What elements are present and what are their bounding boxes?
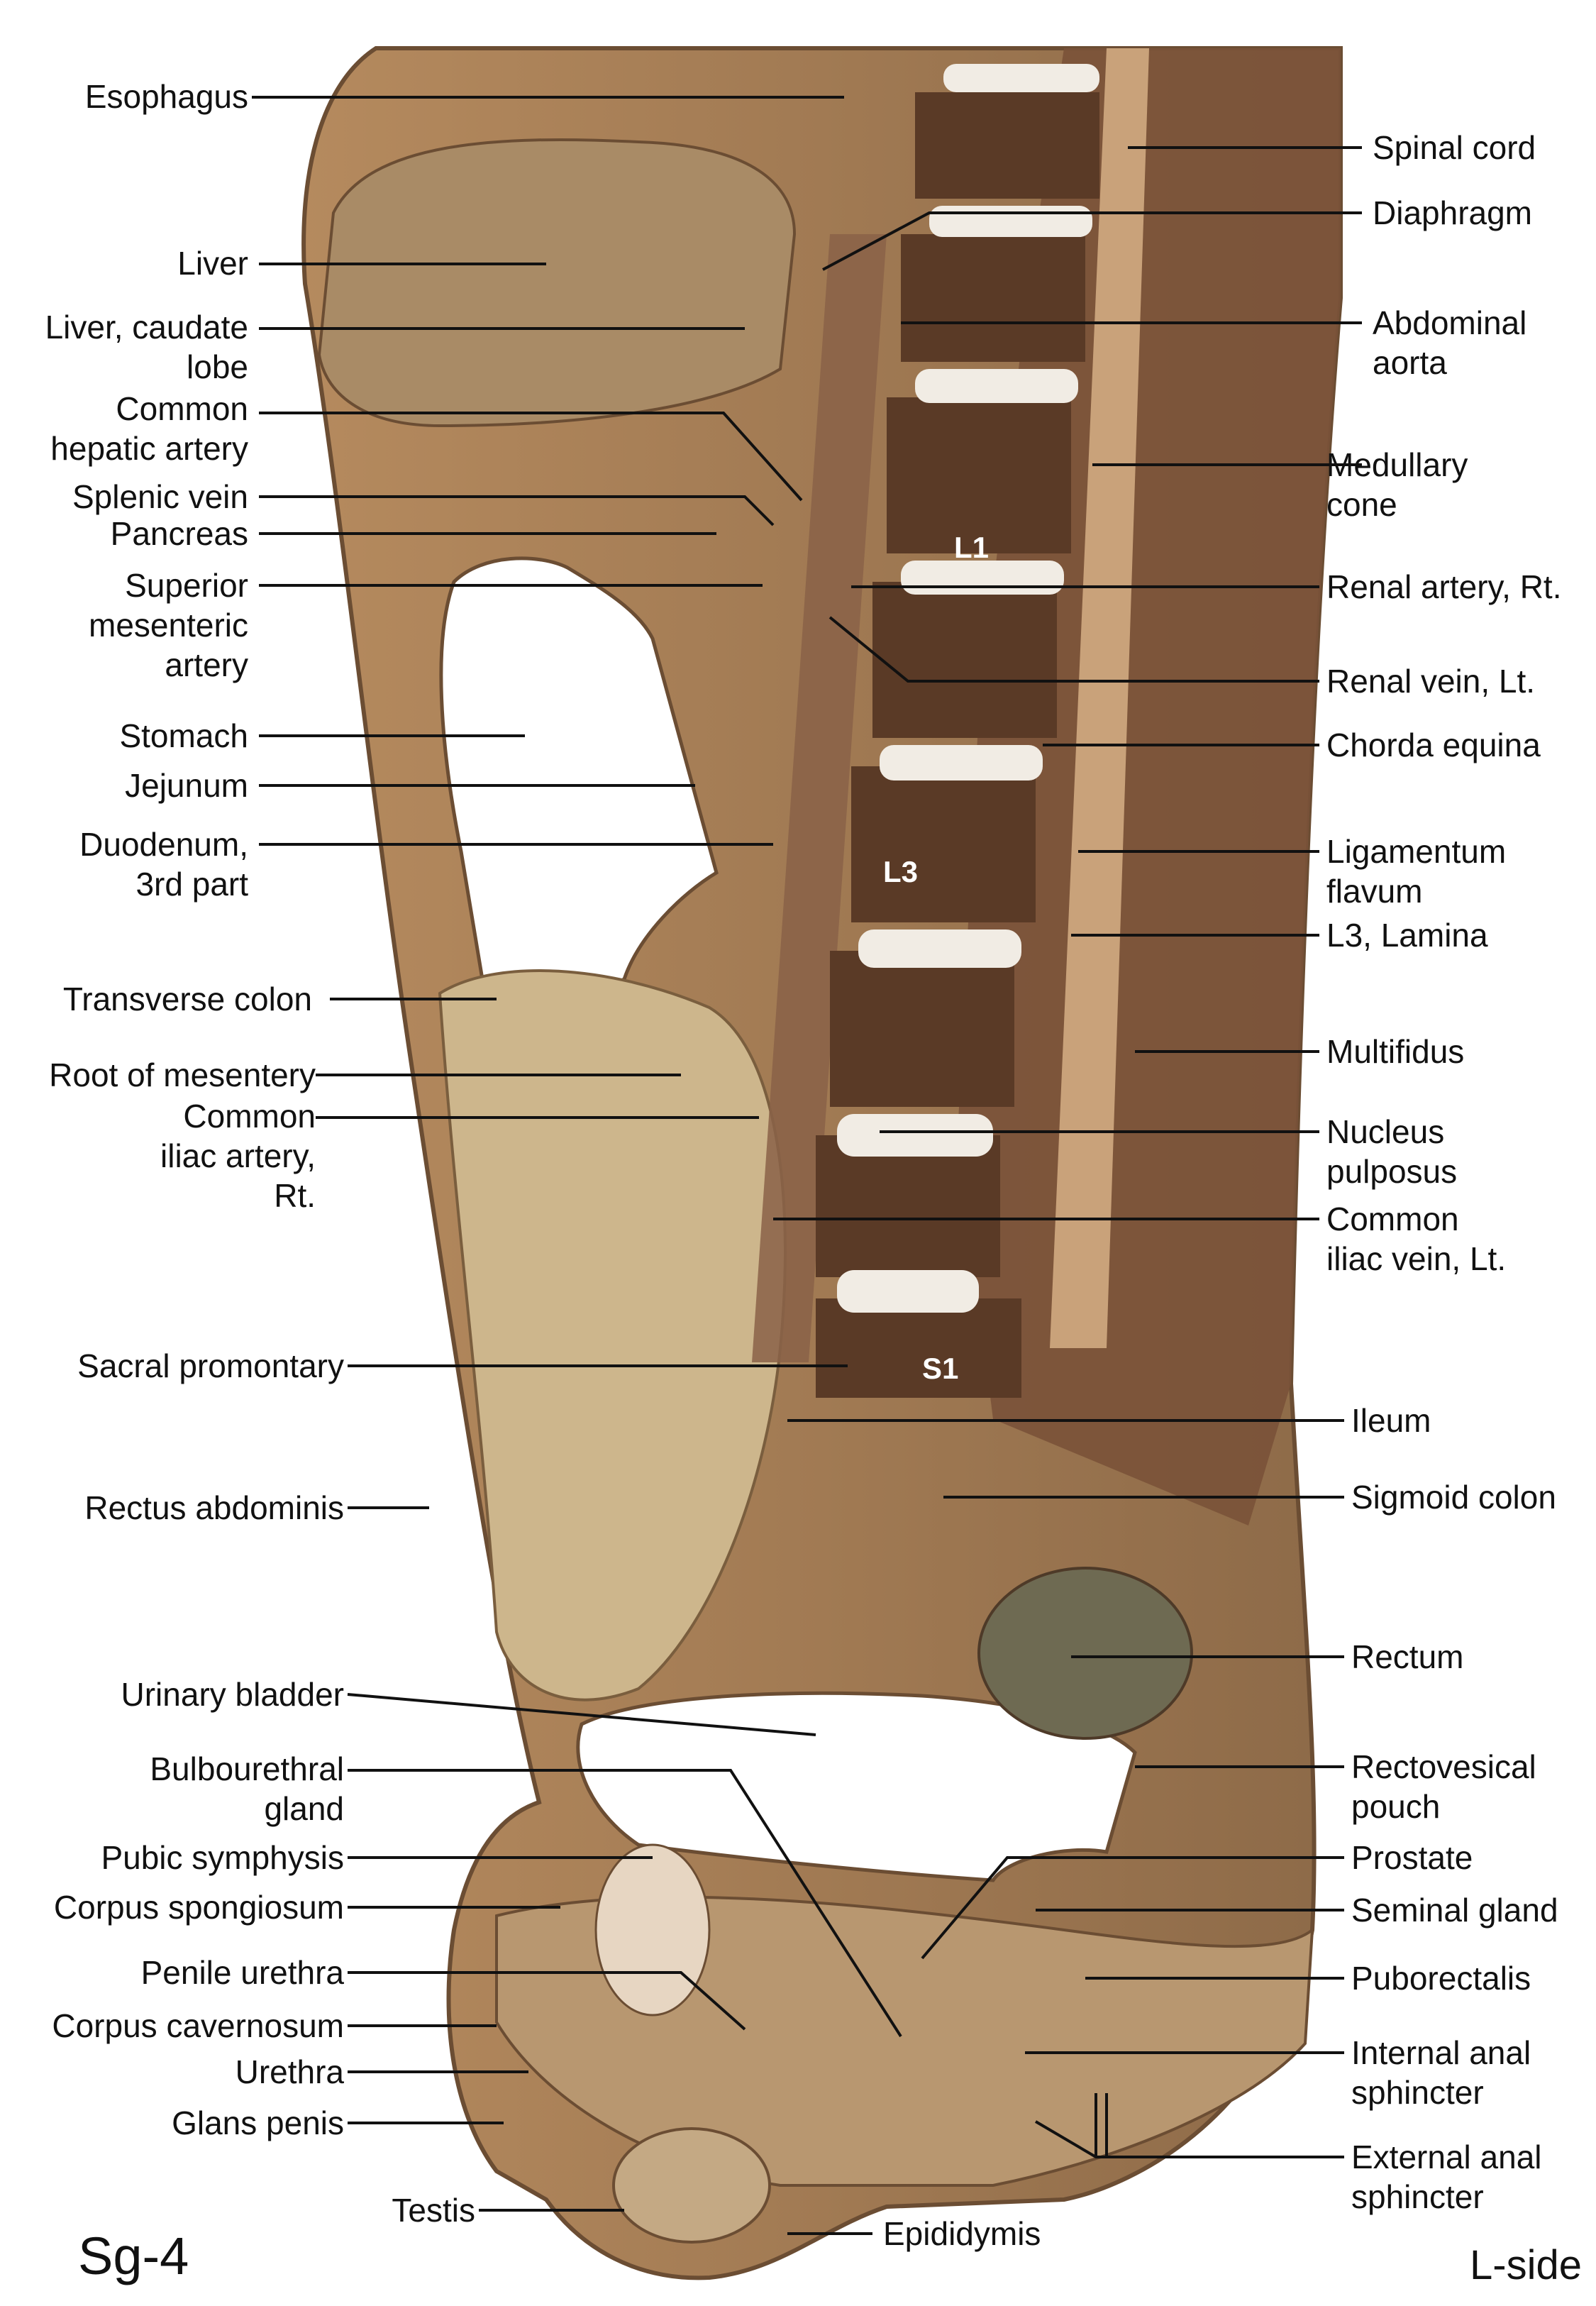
label-urethra: Urethra (235, 2053, 344, 2090)
vertebral-column (816, 64, 1099, 1398)
bladder-cavity (576, 1691, 1137, 1882)
label-seminal-gland: Seminal gland (1351, 1892, 1558, 1929)
vertebra-l3-label: L3 (883, 855, 919, 888)
vertebra-l1-label: L1 (954, 531, 990, 564)
label-rectum: Rectum (1351, 1638, 1464, 1675)
label-ligamentum-flavum: Ligamentum flavum (1326, 833, 1507, 910)
label-ileum: Ileum (1351, 1402, 1431, 1439)
label-corpus-spongiosum: Corpus spongiosum (53, 1889, 344, 1926)
label-epididymis: Epididymis (883, 2215, 1041, 2252)
label-liver-caudate-lobe: Liver, caudate lobe (45, 309, 248, 385)
label-renal-artery-rt: Renal artery, Rt. (1326, 568, 1562, 605)
label-transverse-colon: Transverse colon (62, 981, 312, 1017)
label-rectus-abdominis: Rectus abdominis (84, 1489, 344, 1526)
label-spinal-cord: Spinal cord (1373, 129, 1536, 166)
leader-lines (252, 96, 1362, 2235)
label-puborectalis: Puborectalis (1351, 1960, 1531, 1997)
label-splenic-vein: Splenic vein (72, 478, 248, 515)
label-jejunum: Jejunum (125, 767, 248, 804)
spinal-canal (1050, 48, 1149, 1348)
label-stomach: Stomach (119, 717, 248, 754)
label-multifidus: Multifidus (1326, 1033, 1465, 1070)
label-rectovesical-pouch: Rectovesical pouch (1351, 1748, 1536, 1825)
label-esophagus: Esophagus (84, 78, 248, 115)
label-common-iliac-vein-lt: Common iliac vein, Lt. (1326, 1201, 1507, 1277)
label-pubic-symphysis: Pubic symphysis (101, 1839, 344, 1876)
label-nucleus-pulposus: Nucleus pulposus (1326, 1113, 1458, 1190)
label-corpus-cavernosum: Corpus cavernosum (52, 2007, 344, 2044)
label-penile-urethra: Penile urethra (140, 1954, 344, 1991)
label-root-of-mesentery: Root of mesentery (49, 1057, 316, 1093)
label-bulbourethral-gland: Bulbourethral gland (150, 1750, 344, 1827)
bowel-mass (438, 969, 787, 1701)
label-common-iliac-artery-rt: Common iliac artery, Rt. (160, 1098, 316, 1214)
label-abdominal-aorta: Abdominal aorta (1373, 304, 1527, 381)
liver-shape (317, 138, 797, 428)
label-prostate: Prostate (1351, 1839, 1473, 1876)
label-renal-vein-lt: Renal vein, Lt. (1326, 663, 1536, 700)
label-diaphragm: Diaphragm (1373, 194, 1532, 231)
label-external-anal-sphincter: External anal sphincter (1351, 2139, 1542, 2215)
label-chorda-equina: Chorda equina (1326, 727, 1541, 763)
label-l3-lamina: L3, Lamina (1326, 917, 1488, 954)
label-sacral-promontary: Sacral promontary (77, 1347, 344, 1384)
label-duodenum-third-part: Duodenum, 3rd part (79, 826, 248, 903)
label-testis: Testis (392, 2192, 475, 2229)
rectum-shape (977, 1567, 1193, 1740)
vertebra-s1-label: S1 (922, 1352, 959, 1385)
label-common-hepatic-artery: Common hepatic artery (50, 390, 248, 467)
label-urinary-bladder: Urinary bladder (121, 1676, 344, 1713)
label-superior-mesenteric-artery: Superior mesenteric artery (89, 567, 248, 683)
figure-id: Sg-4 (78, 2227, 189, 2285)
aorta-column (752, 234, 887, 1362)
label-internal-anal-sphincter: Internal anal sphincter (1351, 2034, 1531, 2111)
side-indicator: L-side (1470, 2242, 1582, 2288)
label-pancreas: Pancreas (110, 515, 248, 552)
testis-shape (612, 2127, 771, 2244)
label-glans-penis: Glans penis (172, 2104, 344, 2141)
label-liver: Liver (177, 245, 248, 282)
pubic-bone (594, 1843, 711, 2017)
label-sigmoid-colon: Sigmoid colon (1351, 1479, 1556, 1516)
label-medullary-cone: Medullary cone (1326, 446, 1468, 523)
